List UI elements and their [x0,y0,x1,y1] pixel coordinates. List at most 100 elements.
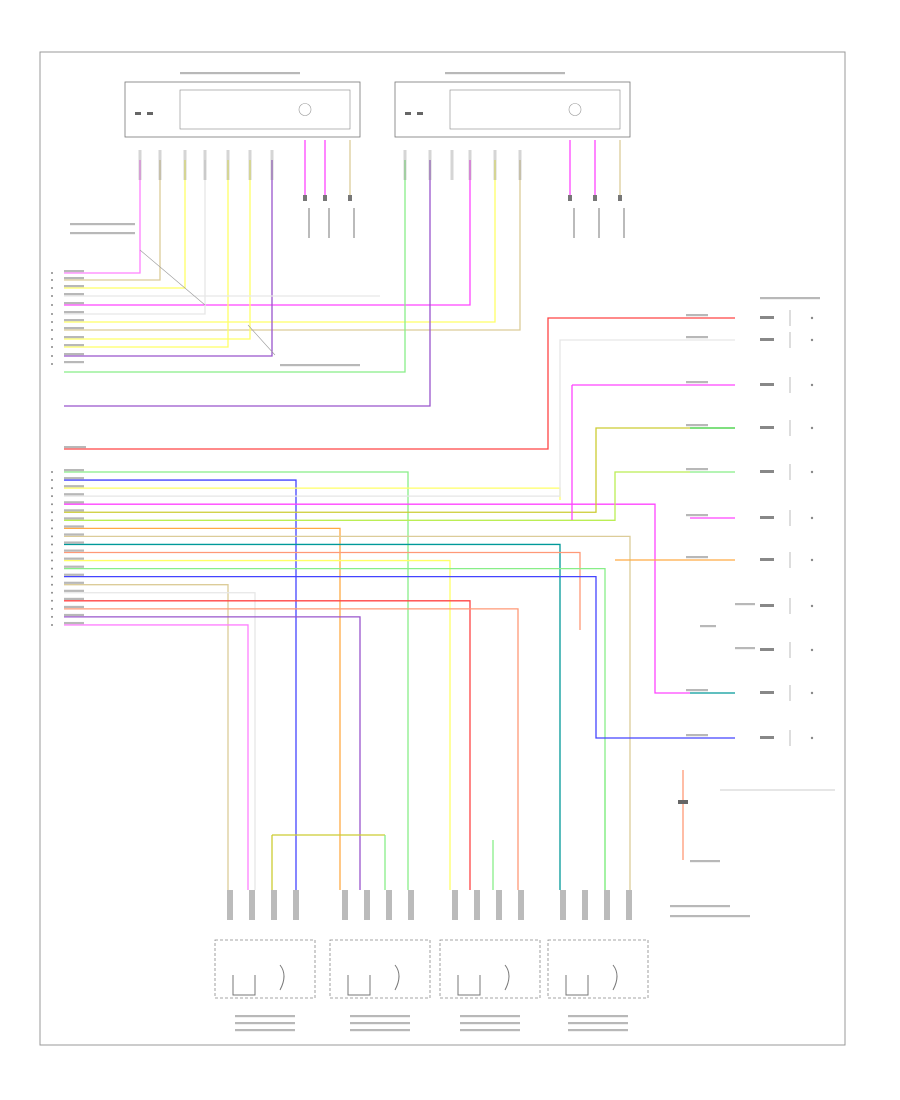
fuse-mark [417,112,423,115]
switch-label-c4-a [568,1015,628,1018]
vert-label [308,208,310,238]
switch-label-c4-b [568,1022,628,1025]
right-wire-label-2 [686,381,708,384]
wire-label-top-3 [64,293,84,296]
wire-b18 [64,616,361,890]
wire-label-top-5 [64,311,84,314]
wire-top-10 [64,160,273,357]
wire-label-bot-3 [64,493,84,496]
pin-dot [51,487,53,490]
wire-label-top-9 [64,344,84,347]
pin-dot [51,535,53,538]
wire-label-bot-2 [64,485,84,488]
right-wire-label-4 [686,468,708,471]
switch-label-c1-a [235,1015,295,1018]
connector-pin [560,890,566,920]
seat-switch-outline [329,939,431,999]
right-ground [810,604,814,608]
switch-bracket [457,975,481,996]
wire-b14 [64,584,229,890]
connector-pin [518,890,524,920]
right-switch-contact [760,338,774,341]
pin-dot [51,527,53,530]
pin-dot [51,519,53,522]
wire-label-bot-8 [64,533,84,536]
right-wire-label-3 [686,424,708,427]
seat-switch-c1 [214,890,316,999]
right-ground [810,516,814,520]
right-switch-contact [760,316,774,319]
right-ground [810,648,814,652]
pin-dot [51,363,53,365]
pin-dot [51,313,53,315]
switch-label-c4-c [568,1029,628,1032]
pin-dot [51,615,53,618]
splice-mark [158,150,162,180]
upper-module-left-outline [124,81,361,138]
wire-b0 [64,471,409,890]
switch-label-c3-b [460,1022,520,1025]
vert-label [573,208,575,238]
switch-bracket [565,975,589,996]
wire-b8 [64,535,631,890]
right-ground [810,338,814,342]
wire-label-bot-5 [64,509,84,512]
right-header-label [760,297,820,300]
connector-pin [249,890,255,920]
wire-label-bot-0 [64,469,84,472]
callout-text-1 [70,223,135,226]
right-switch-contact [760,691,774,694]
connector-pin [474,890,480,920]
ground-block [568,195,572,201]
pin-dot [51,338,53,340]
switch-arc [504,964,510,991]
wire-top-1 [64,160,141,274]
connector-pin [496,890,502,920]
right-switch-contact [760,558,774,561]
ground-block [618,195,622,201]
wire-label-top-0 [64,270,84,273]
wire-label-bot-14 [64,581,84,584]
splice-mark [493,150,497,180]
component-layer [51,72,835,1032]
wire-top-12 [64,160,431,407]
callout-text-3 [280,364,360,367]
wire-top-6 [64,160,496,323]
right-group-label [700,625,716,628]
wire-top-8 [64,160,251,340]
splice-mark [428,150,432,180]
wire-label-top-2 [64,285,84,288]
pin-dot [51,295,53,297]
splice-mark [270,150,274,180]
connector-pin [342,890,348,920]
splice-mark [183,150,187,180]
pin-dot [51,279,53,281]
wire-label-top-11 [64,361,84,364]
splice-mark [518,150,522,180]
wire-top-2 [64,160,161,281]
vert-label [353,208,355,238]
right-ground [810,316,814,320]
right-wire-label-5 [686,514,708,517]
wire-label-bot-6 [64,517,84,520]
switch-label-c1-b [235,1022,295,1025]
right-switch-contact [760,516,774,519]
wire-b11 [64,559,451,890]
pin-dot [51,287,53,289]
right-switch-contact [760,470,774,473]
upper-module-right-inner [449,89,621,130]
upper-module-right-motor-icon [568,103,582,116]
wire-label-bot-13 [64,573,84,576]
right-wire-label-9 [686,689,708,692]
wire-label-bot-15 [64,589,84,592]
connector-block [678,800,688,804]
splice-mark [468,150,472,180]
pin-dot [51,329,53,331]
wire-b5 [64,427,690,513]
pin-dot [51,599,53,602]
right-switch-contact [760,383,774,386]
wire-label-bot-16 [64,597,84,600]
wire-label-top-6 [64,319,84,322]
wire-label-bot-10 [64,549,84,552]
switch-label-c2-c [350,1029,410,1032]
